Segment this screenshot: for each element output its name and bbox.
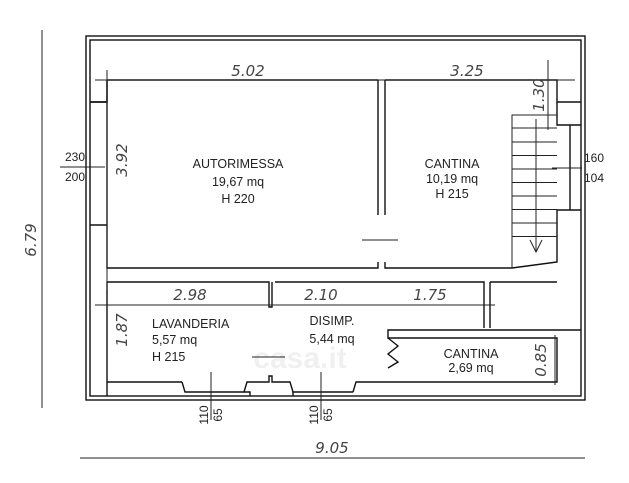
- dim-mid-left: 2.98: [173, 286, 206, 304]
- bottom-window-2-top: 110: [307, 405, 321, 424]
- left-window-top: 230: [65, 150, 85, 164]
- room-disimpegno: DISIMP. 5,44 mq: [309, 314, 354, 346]
- room-height: H 215: [435, 187, 468, 201]
- dim-right-vertical: 1.30: [530, 78, 548, 111]
- room-name: CANTINA: [444, 347, 500, 361]
- room-name: AUTORIMESSA: [193, 157, 284, 171]
- dimension-lines: [41, 30, 585, 459]
- room-area: 10,19 mq: [426, 172, 478, 186]
- right-window-top: 160: [584, 151, 604, 165]
- room-area: 5,57 mq: [152, 333, 197, 347]
- dim-top-right: 3.25: [450, 62, 483, 80]
- left-window-bottom: 200: [65, 170, 85, 184]
- dim-top-left: 5.02: [231, 62, 264, 80]
- room-name: LAVANDERIA: [152, 317, 230, 331]
- bottom-window-1-bottom: 65: [211, 408, 225, 422]
- bottom-window-2-bottom: 65: [321, 408, 335, 422]
- room-area: 5,44 mq: [309, 332, 354, 346]
- dim-overall-height: 6.79: [22, 223, 40, 256]
- watermark: casa.it: [253, 342, 346, 375]
- room-height: H 220: [221, 192, 254, 206]
- room-cantina-large: CANTINA 10,19 mq H 215: [425, 157, 481, 201]
- dim-mid-center: 2.10: [304, 286, 337, 304]
- room-area: 2,69 mq: [448, 361, 493, 375]
- room-height: H 215: [152, 350, 185, 364]
- stair-arrow-icon: [529, 119, 543, 254]
- dim-left-vertical: 3.92: [113, 143, 131, 176]
- dim-lower-left-vertical: 1.87: [113, 313, 131, 347]
- room-name: CANTINA: [425, 157, 481, 171]
- outer-walls: [85, 35, 586, 401]
- bottom-window-1-top: 110: [197, 405, 211, 424]
- staircase: [512, 119, 557, 254]
- lower-walls: [106, 281, 581, 396]
- room-area: 19,67 mq: [212, 175, 264, 189]
- room-name: DISIMP.: [310, 314, 355, 328]
- dim-lower-right-vertical: 0.85: [532, 343, 550, 376]
- dim-overall-width: 9.05: [315, 439, 348, 457]
- right-window-bottom: 104: [584, 171, 604, 185]
- room-cantina-small: CANTINA 2,69 mq: [444, 347, 500, 375]
- dim-mid-right: 1.75: [413, 286, 446, 304]
- room-autorimessa: AUTORIMESSA 19,67 mq H 220: [193, 157, 284, 206]
- room-lavanderia: LAVANDERIA 5,57 mq H 215: [152, 317, 230, 364]
